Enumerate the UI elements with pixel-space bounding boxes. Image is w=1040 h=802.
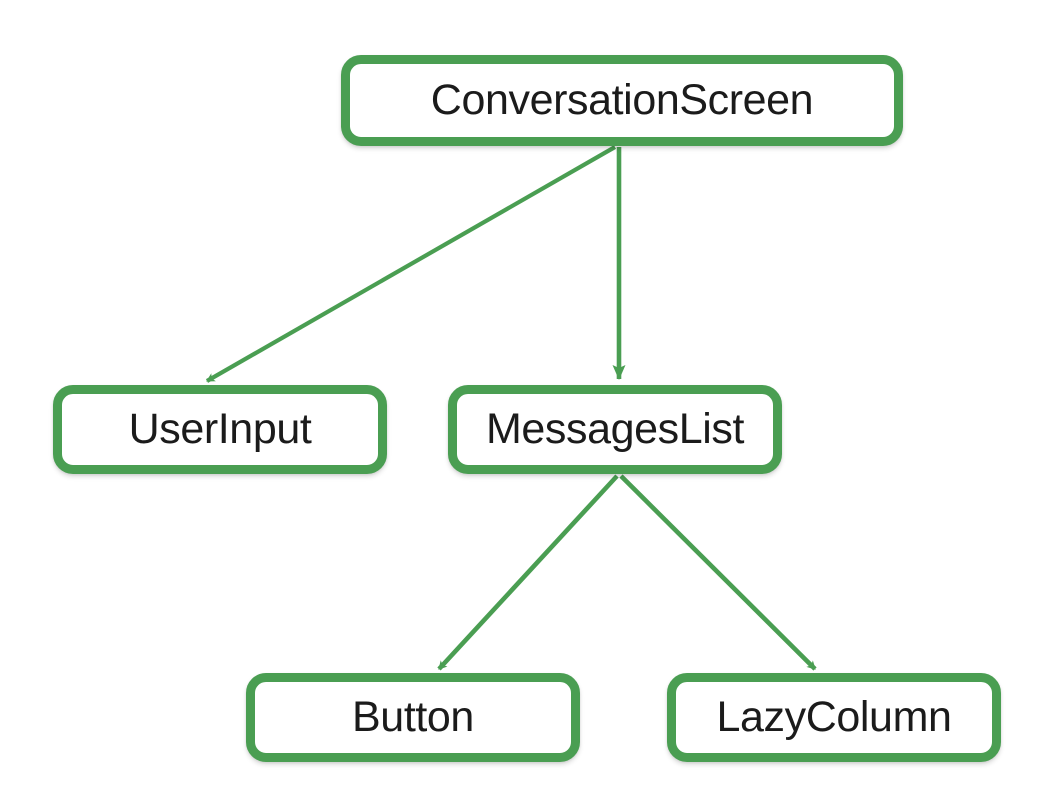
node-messageslist[interactable]: MessagesList	[448, 385, 782, 474]
node-label-userinput: UserInput	[128, 405, 312, 453]
edge-messageslist-lazycolumn	[619, 474, 817, 671]
node-lazycolumn[interactable]: LazyColumn	[667, 673, 1001, 762]
node-label-button: Button	[352, 693, 474, 741]
node-label-messageslist: MessagesList	[485, 405, 745, 453]
edge-messageslist-button	[437, 474, 619, 671]
node-button[interactable]: Button	[246, 673, 580, 762]
node-conversationscreen[interactable]: ConversationScreen	[341, 55, 903, 146]
node-label-lazycolumn: LazyColumn	[716, 693, 952, 741]
node-label-conversationscreen: ConversationScreen	[430, 76, 814, 124]
edge-conversationscreen-userinput	[205, 145, 617, 383]
node-userinput[interactable]: UserInput	[53, 385, 387, 474]
